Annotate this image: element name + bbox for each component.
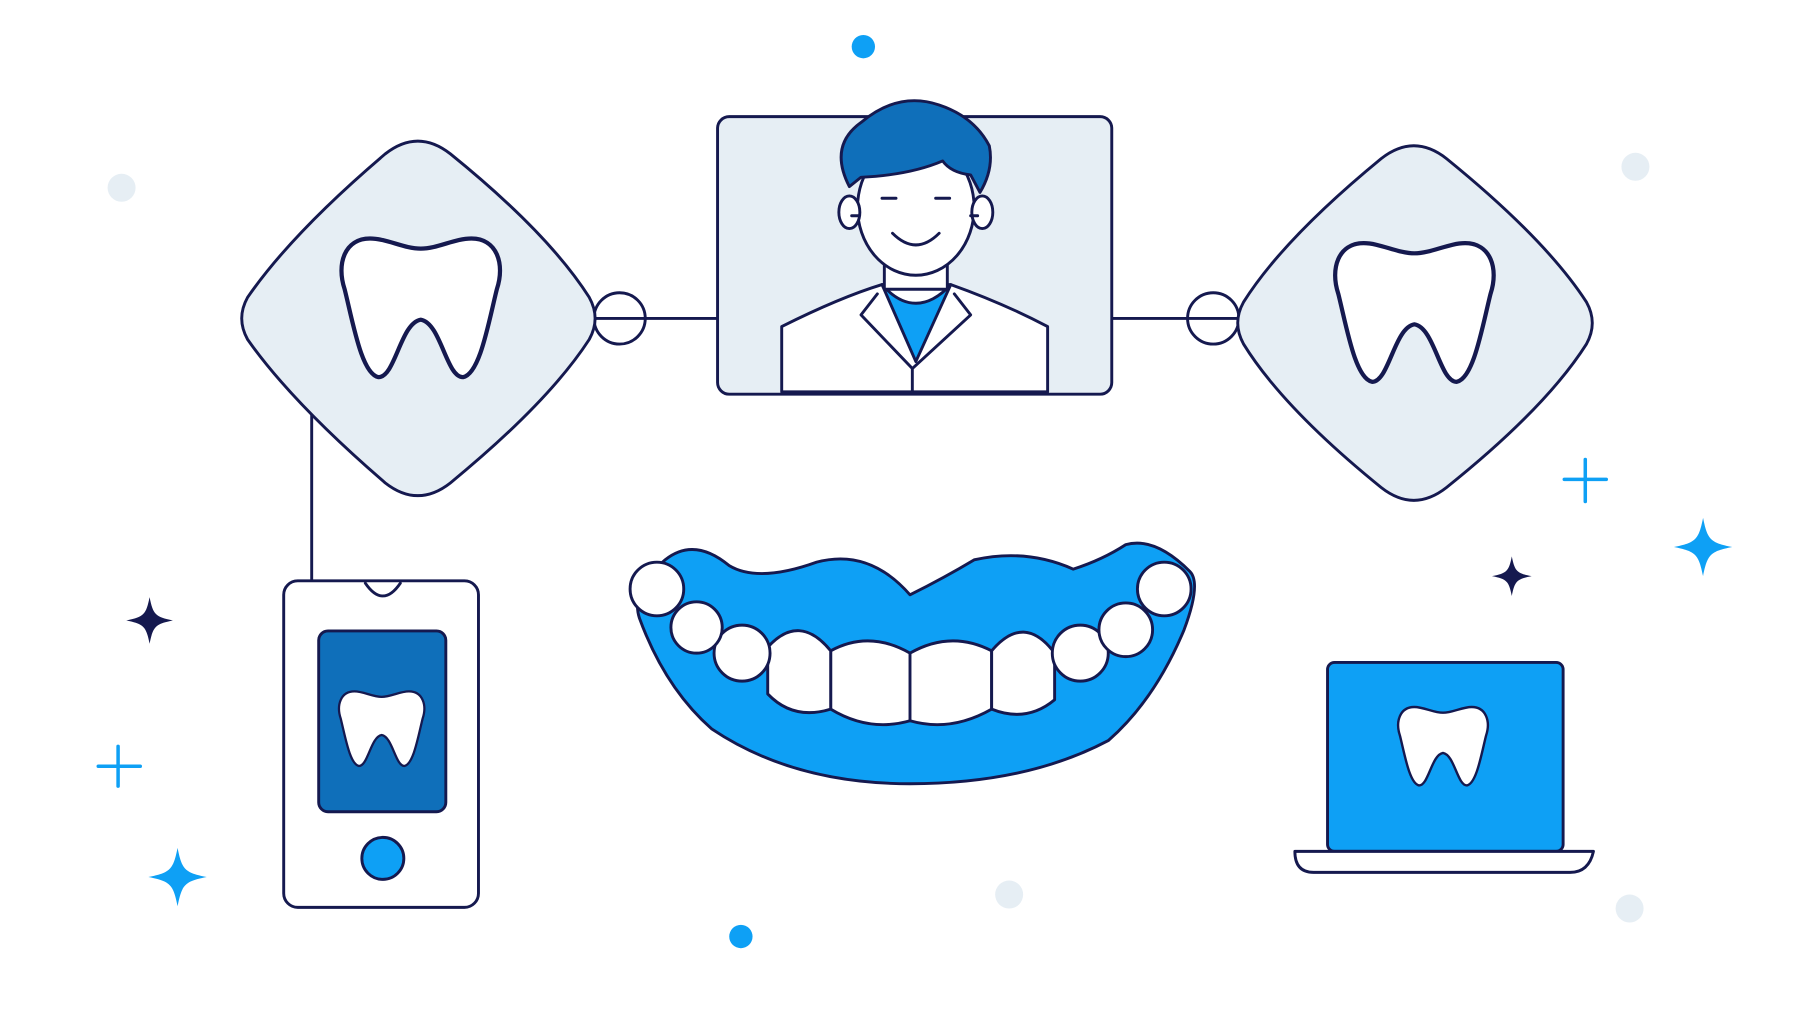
dot [729,924,753,949]
laptop-icon [1293,660,1595,874]
sparkle-icon [126,597,173,644]
sparkle-icon [1491,556,1532,596]
plus-sparkle-icon [1562,457,1609,504]
sparkle-icon [148,847,207,907]
dentist-video-frame [716,99,1114,396]
connector-left [592,291,720,346]
dot [107,173,136,202]
tooth-diamond-left [240,139,597,497]
connector-right [1110,291,1241,346]
sparkle-icon [1673,517,1733,577]
home-button [360,835,406,881]
hair [839,99,992,194]
smartphone-icon [282,579,480,909]
tooth-diamond-right [1236,144,1594,502]
dot [1621,152,1650,181]
plus-sparkle-icon [96,744,142,788]
dot [851,34,876,59]
dot [1615,894,1644,923]
smile-teeth [628,541,1197,786]
dot [995,880,1024,909]
